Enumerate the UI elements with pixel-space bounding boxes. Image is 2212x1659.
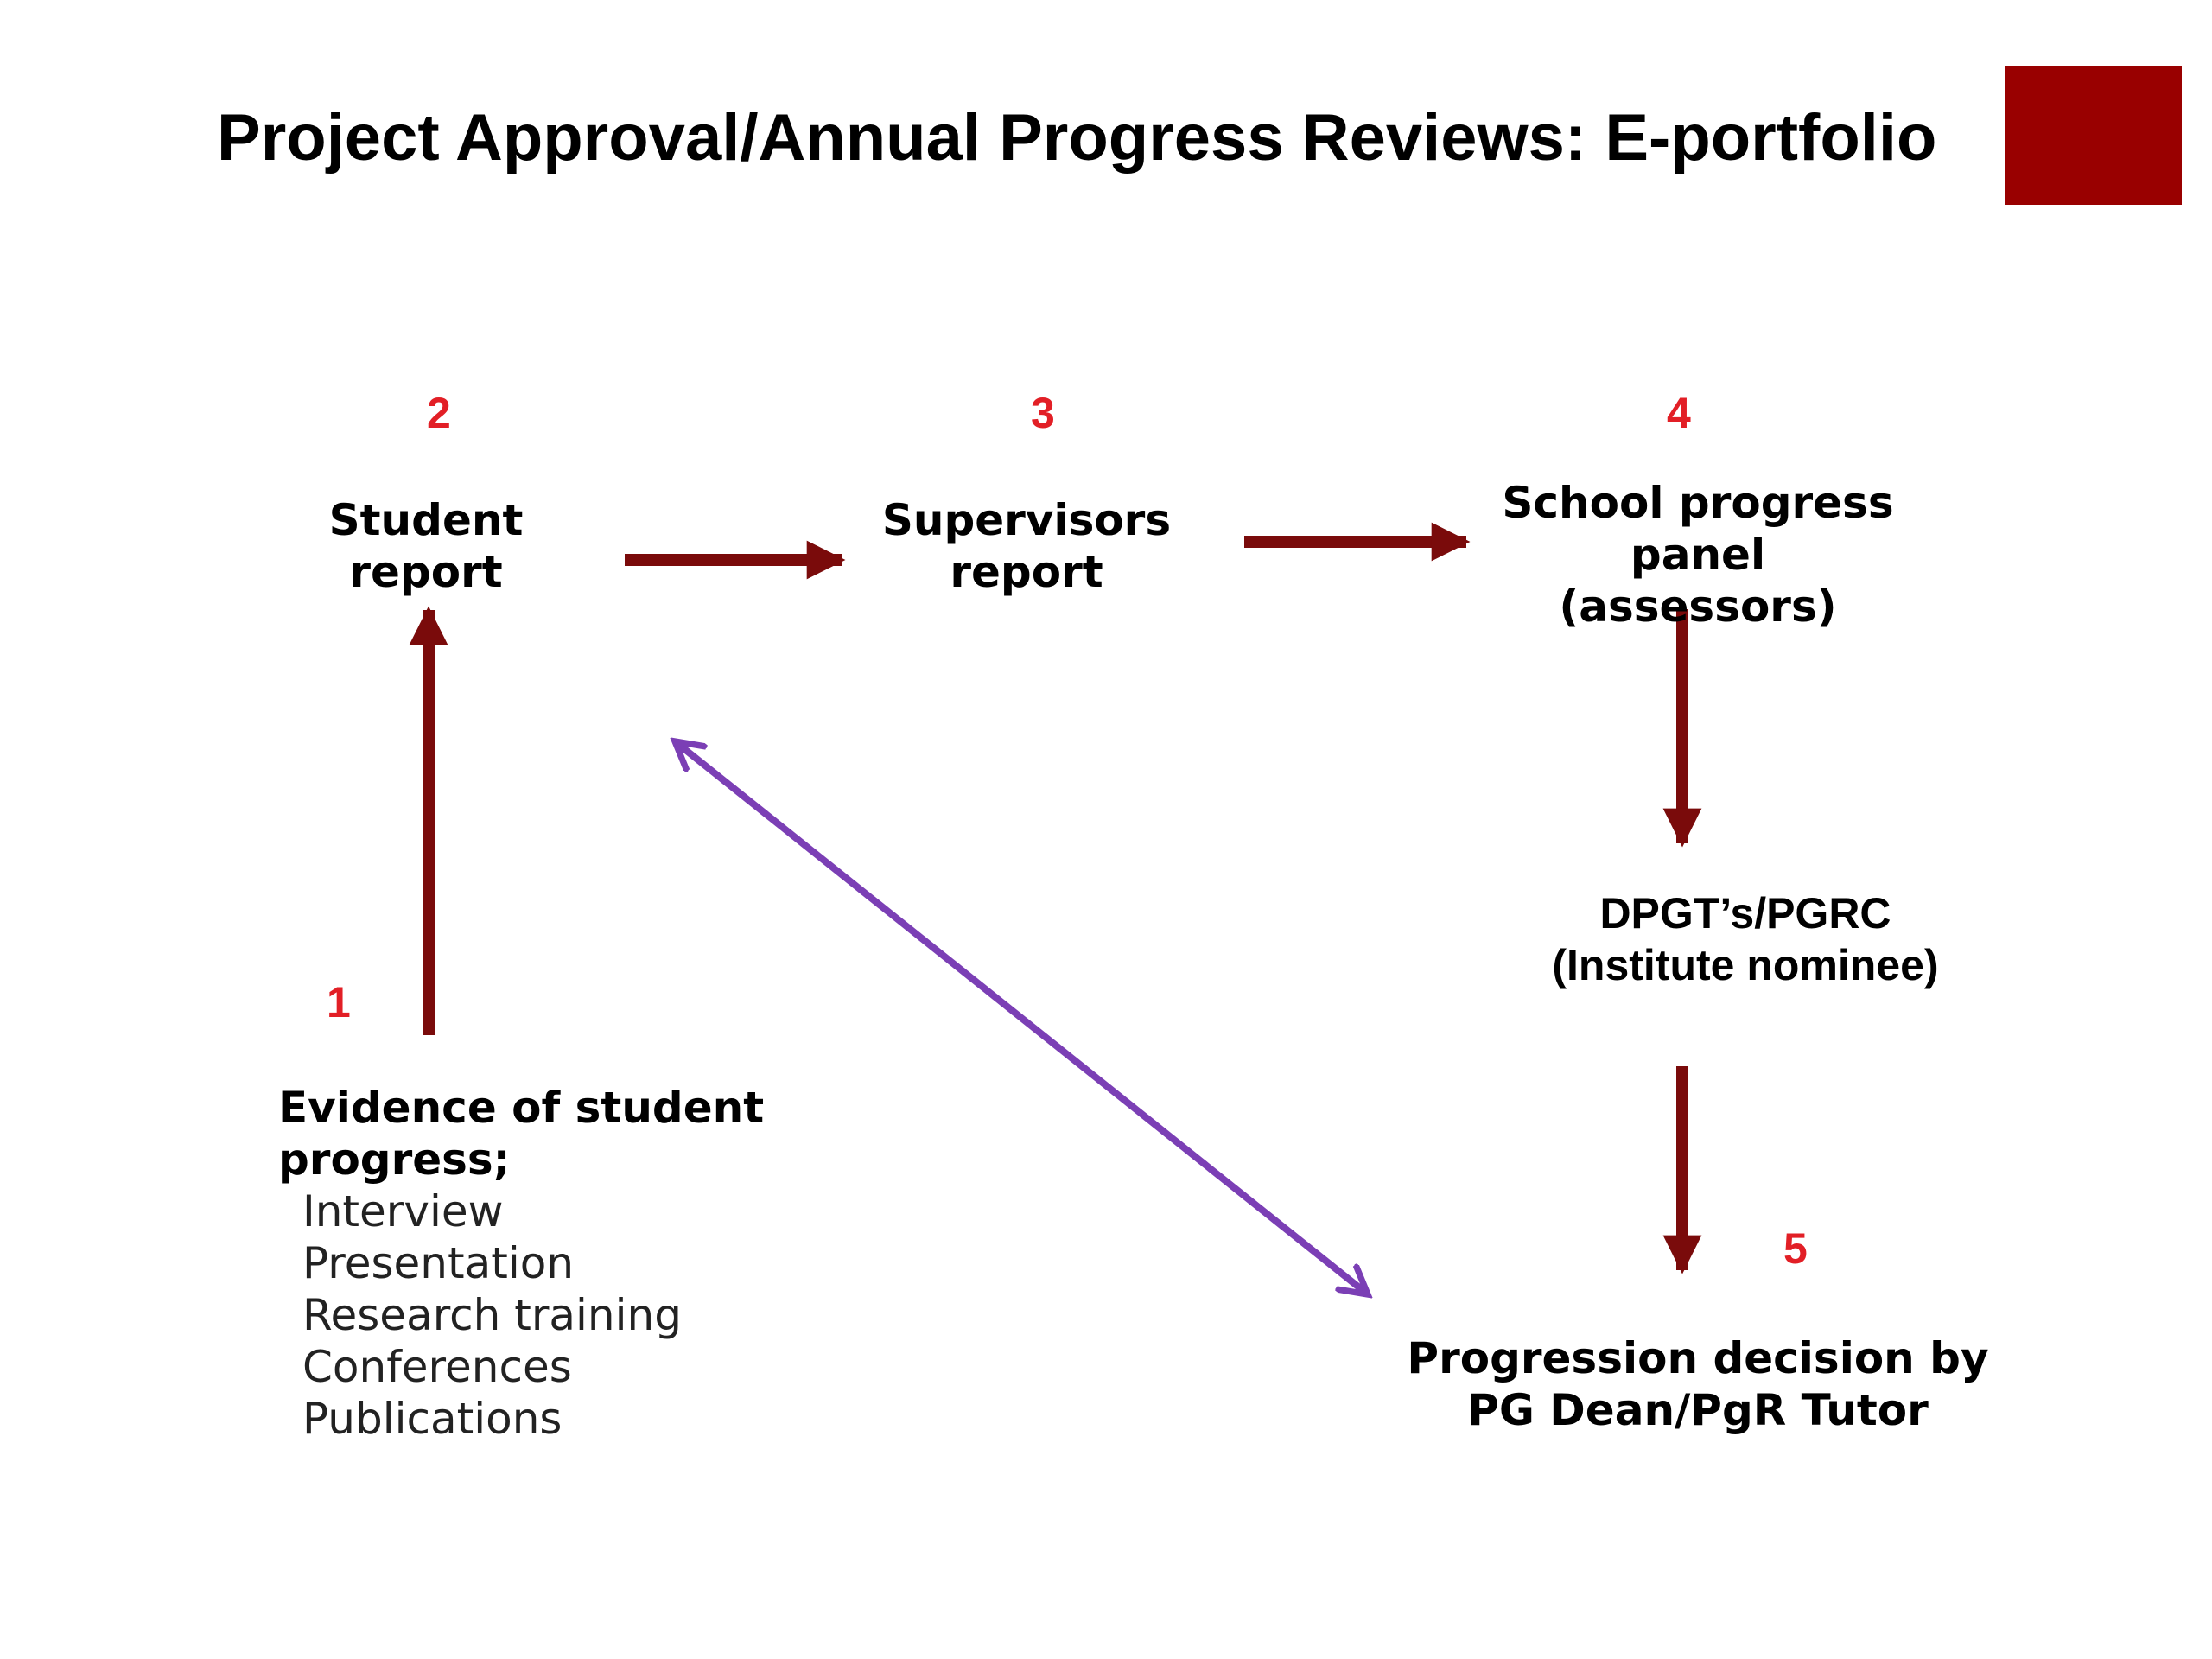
arrow-feedback-decision-student [675,741,1368,1294]
evidence-item: Interview [302,1186,504,1236]
evidence-item: Publications [302,1394,563,1444]
dpgt-label: DPGT’s/PGRC (Institute nominee) [1552,889,1939,989]
student-report-label: Student report [328,495,524,597]
evidence-list: Interview Presentation Research training… [278,1185,831,1445]
supervisors-report-label: Supervisors report [881,495,1172,597]
decision-label: Progression decision by PG Dean/PgR Tuto… [1407,1333,1989,1435]
school-panel-label: School progress panel (assessors) [1502,478,1894,632]
evidence-block: Evidence of student progress; Interview … [278,1082,831,1445]
step-number-3: 3 [1031,389,1055,437]
corner-accent-block [2005,66,2182,205]
evidence-heading: Evidence of student progress; [278,1083,765,1185]
evidence-item: Research training [302,1290,682,1340]
slide-title: Project Approval/Annual Progress Reviews… [217,101,1937,175]
evidence-item: Conferences [302,1342,572,1392]
step-number-1: 1 [327,978,351,1027]
step-number-4: 4 [1667,389,1691,437]
step-number-5: 5 [1783,1224,1808,1273]
evidence-item: Presentation [302,1238,575,1288]
step-number-2: 2 [427,389,451,437]
